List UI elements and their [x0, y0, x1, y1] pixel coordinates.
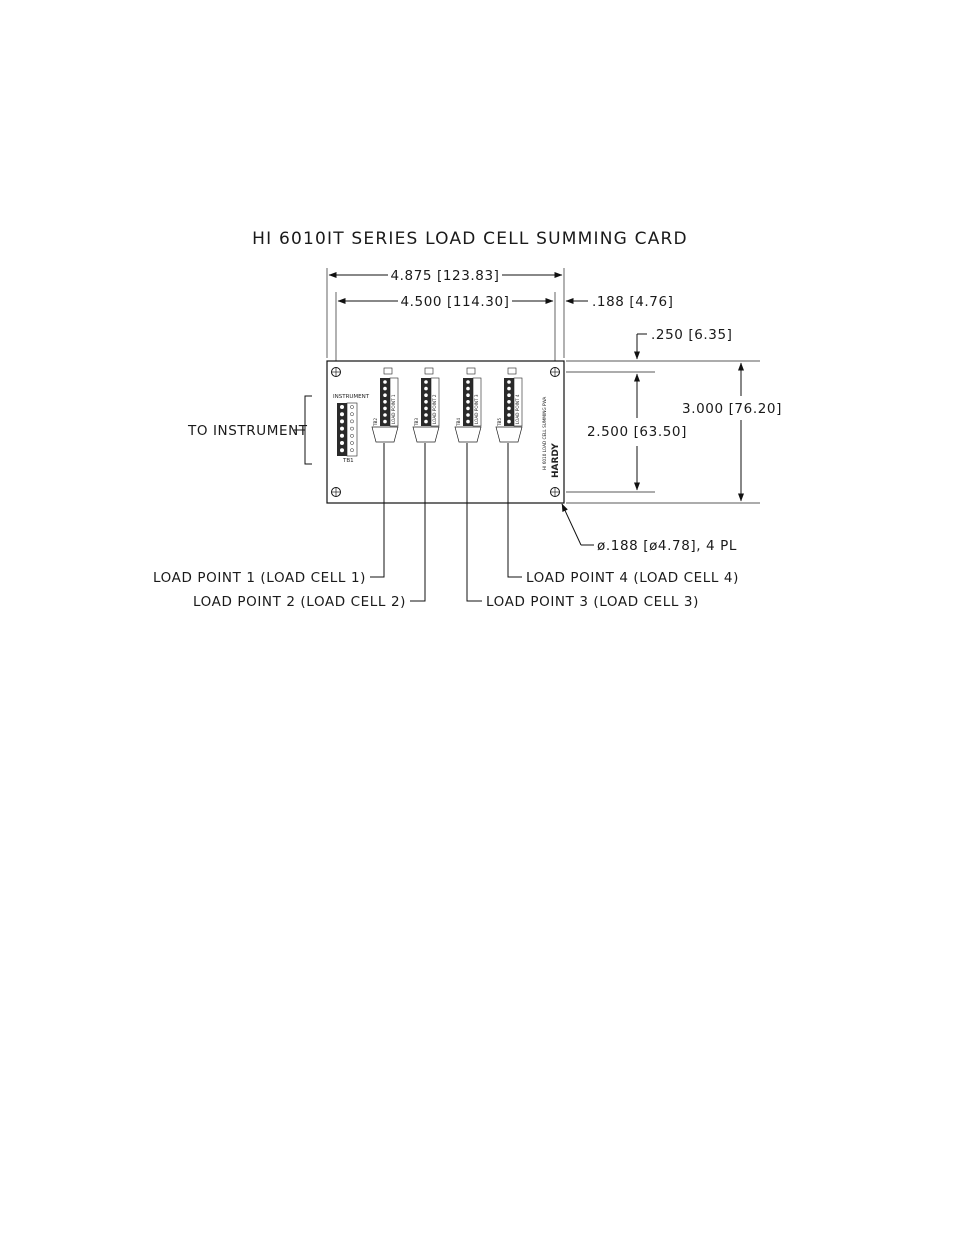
leader-load-point-1 [370, 443, 385, 578]
connector-label: LOAD POINT 4 [515, 394, 520, 424]
connector-id: TB5 [497, 418, 502, 427]
terminal-screw-icon [424, 419, 428, 424]
callout-load-point-1: LOAD POINT 1 (LOAD CELL 1) [153, 570, 366, 586]
terminal-screw-icon [507, 406, 511, 411]
terminal-screw-icon [383, 380, 387, 384]
terminal-screw-icon [507, 380, 511, 384]
dimension-hole-edge-offset-y: .250 [6.35] [651, 327, 733, 343]
tb1-pin-icon [350, 419, 354, 424]
terminal-screw-icon [383, 419, 387, 424]
terminal-screw-icon [383, 406, 387, 411]
terminal-screw-icon [466, 380, 470, 384]
tb1-screw-icon [340, 441, 344, 445]
terminal-block-tb3: LOAD POINT 2 TB3 [412, 367, 440, 443]
tb1-screw-icon [340, 419, 344, 424]
tb1-pin-icon [350, 405, 354, 409]
connector-label: LOAD POINT 1 [391, 394, 396, 424]
dimension-hole-spacing-y: 2.500 [63.50] [587, 424, 687, 440]
terminal-screw-icon [466, 393, 470, 398]
connector-label: LOAD POINT 2 [432, 394, 437, 424]
terminal-screw-icon [424, 386, 428, 391]
dimension-overall-width: 4.875 [123.83] [390, 268, 499, 284]
terminal-screw-icon [424, 406, 428, 411]
terminal-block-tb1 [337, 402, 358, 457]
hole-diameter-leader [561, 503, 582, 546]
dimension-overall-height: 3.000 [76.20] [682, 401, 782, 417]
tb1-screw-icon [340, 405, 344, 409]
connector-label: LOAD POINT 3 [474, 394, 479, 424]
tb1-screw-icon [340, 448, 344, 453]
terminal-screw-icon [383, 393, 387, 398]
terminal-block-tb2: LOAD POINT 1 TB2 [371, 367, 399, 443]
callout-load-point-3: LOAD POINT 3 (LOAD CELL 3) [486, 594, 699, 610]
terminal-block-tb4: LOAD POINT 3 TB4 [454, 367, 482, 443]
tb1-pin-icon [350, 448, 354, 453]
terminal-screw-icon [507, 386, 511, 391]
terminal-screw-icon [466, 400, 470, 404]
leader-load-point-2 [410, 443, 426, 602]
drawing-title: HI 6010IT SERIES LOAD CELL SUMMING CARD [252, 229, 688, 249]
terminal-screw-icon [466, 386, 470, 391]
terminal-screw-icon [424, 400, 428, 404]
connector-id: TB2 [373, 418, 378, 427]
tb1-pin-icon [350, 426, 354, 431]
mounting-hole-top-right [550, 367, 560, 377]
mounting-hole-bottom-right [550, 487, 560, 497]
callout-to-instrument: TO INSTRUMENT [187, 423, 308, 439]
terminal-screw-icon [507, 393, 511, 398]
terminal-screw-icon [507, 419, 511, 424]
mounting-hole-bottom-left [331, 487, 341, 497]
instrument-label: INSTRUMENT [333, 394, 370, 400]
tb1-screw-icon [340, 433, 344, 438]
tb1-pin-icon [350, 412, 354, 417]
dimension-hole-edge-offset-x: .188 [4.76] [592, 294, 674, 310]
tb1-screw-icon [340, 426, 344, 431]
leader-load-point-4 [507, 443, 522, 578]
terminal-block-tb5: LOAD POINT 4 TB5 [495, 367, 523, 443]
terminal-screw-icon [383, 413, 387, 417]
tb1-screw-icon [340, 412, 344, 417]
terminal-screw-icon [466, 413, 470, 417]
terminal-screw-icon [466, 419, 470, 424]
callout-load-point-2: LOAD POINT 2 (LOAD CELL 2) [193, 594, 406, 610]
terminal-screw-icon [466, 406, 470, 411]
terminal-screw-icon [424, 380, 428, 384]
dimension-hole-spacing-x: 4.500 [114.30] [400, 294, 509, 310]
tb1-pin-icon [350, 433, 354, 438]
tb1-pin-icon [350, 441, 354, 445]
connector-id: TB4 [456, 418, 461, 427]
mounting-hole-top-left [331, 367, 341, 377]
part-number-label: HI 6010 LOAD CELL SUMMING PWA [542, 397, 547, 470]
terminal-screw-icon [507, 400, 511, 404]
leader-load-point-3 [466, 443, 482, 602]
terminal-screw-icon [383, 386, 387, 391]
terminal-screw-icon [383, 400, 387, 404]
tb1-label: TB1 [342, 458, 354, 464]
terminal-screw-icon [507, 413, 511, 417]
dimension-hole-diameter: ø.188 [ø4.78], 4 PL [597, 538, 737, 554]
brand-logo: HARDY [551, 443, 561, 478]
terminal-screw-icon [424, 393, 428, 398]
callout-load-point-4: LOAD POINT 4 (LOAD CELL 4) [526, 570, 739, 586]
connector-id: TB3 [414, 418, 419, 427]
terminal-screw-icon [424, 413, 428, 417]
